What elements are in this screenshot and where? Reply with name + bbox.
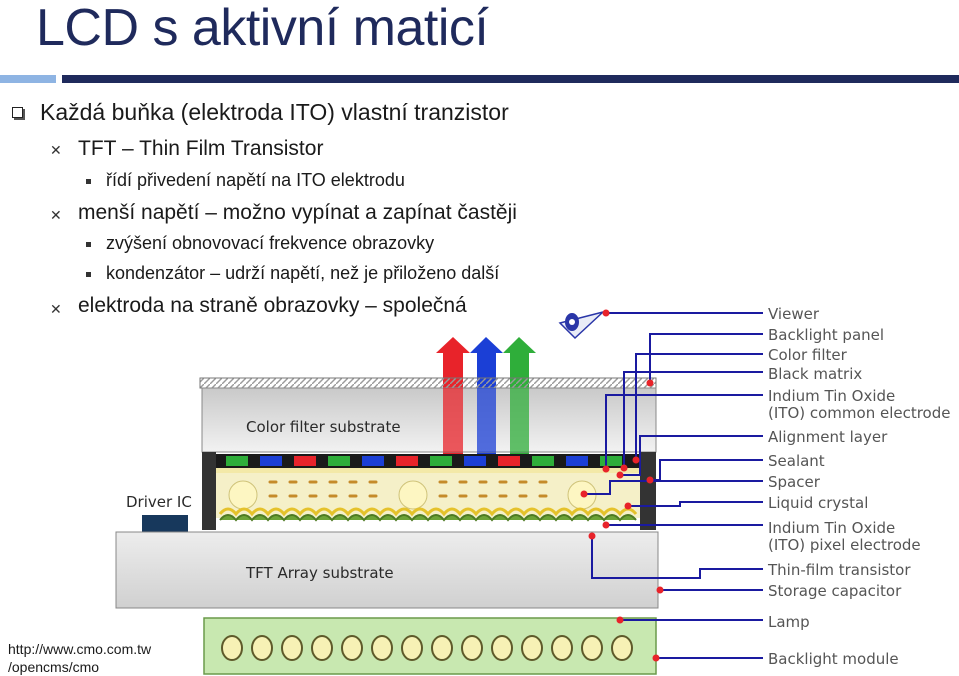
backlight-panel-label: Backlight panel: [768, 326, 884, 344]
bullet-x-icon: ✕: [50, 142, 62, 158]
color-filter-substrate-label: Color filter substrate: [246, 418, 401, 436]
bullet-text: zvýšení obnovovací frekvence obrazovky: [106, 233, 435, 253]
lamp-label: Lamp: [768, 613, 810, 631]
ito-common-label-2: (ITO) common electrode: [768, 404, 950, 422]
liquid-crystal-label: Liquid crystal: [768, 494, 868, 512]
leader-dots: [580, 309, 664, 662]
slide-title: LCD s aktivní maticí: [36, 0, 489, 57]
source-url-line2: /opencms/cmo: [8, 659, 100, 675]
tft-array-substrate-label: TFT Array substrate: [245, 564, 394, 582]
bullet-x-icon: ✕: [50, 207, 62, 223]
sealant-right: [640, 452, 656, 530]
bullet-text: menší napětí – možno vypínat a zapínat č…: [78, 201, 517, 224]
bullet-square-icon: [12, 107, 23, 118]
title-rule-accent: [0, 75, 56, 83]
leader-lines: [584, 312, 763, 659]
tft-array-substrate: [115, 531, 659, 609]
bullet-small-square-icon: [86, 242, 91, 247]
source-url-line1: http://www.cmo.com.tw: [8, 641, 152, 657]
pixel-electrodes: [218, 507, 638, 522]
storage-capacitor-label: Storage capacitor: [768, 582, 902, 600]
viewer-label: Viewer: [768, 305, 820, 323]
color-filter-substrate: [201, 387, 657, 453]
driver-ic-label: Driver IC: [126, 493, 192, 511]
bullet-small-square-icon: [86, 179, 91, 184]
ito-pixel-label-1: Indium Tin Oxide: [768, 519, 895, 537]
bullet-text: TFT – Thin Film Transistor: [78, 137, 324, 160]
sealant-label: Sealant: [768, 452, 825, 470]
thin-film-transistor-label: Thin-film transistor: [767, 561, 911, 579]
ito-pixel-label-2: (ITO) pixel electrode: [768, 536, 921, 554]
driver-ic: [142, 515, 188, 532]
bullet-x-icon: ✕: [50, 301, 62, 317]
bullet-text: Každá buňka (elektroda ITO) vlastní tran…: [40, 99, 509, 125]
backlight-module-label: Backlight module: [768, 650, 899, 668]
source-link[interactable]: http://www.cmo.com.tw /opencms/cmo: [8, 640, 151, 676]
lamp-row: [221, 635, 633, 661]
black-matrix-label: Black matrix: [768, 365, 862, 383]
ito-common-label-1: Indium Tin Oxide: [768, 387, 895, 405]
bullet-text: řídí přivedení napětí na ITO elektrodu: [106, 170, 405, 190]
viewer-eye-icon: [558, 311, 604, 340]
spacer-label: Spacer: [768, 473, 821, 491]
bullet-text: kondenzátor – udrží napětí, než je přilo…: [106, 263, 500, 283]
alignment-layer-label: Alignment layer: [768, 428, 888, 446]
backlight-module: [203, 617, 657, 675]
sealant-left: [202, 452, 216, 530]
color-filter-row: [216, 454, 640, 468]
backlight-panel-top: [199, 377, 657, 389]
color-filter-label: Color filter: [768, 346, 848, 364]
lc-molecules: [268, 480, 548, 498]
bullet-small-square-icon: [86, 272, 91, 277]
title-rule: [62, 75, 959, 83]
bullet-text: elektroda na straně obrazovky – společná: [78, 294, 467, 317]
